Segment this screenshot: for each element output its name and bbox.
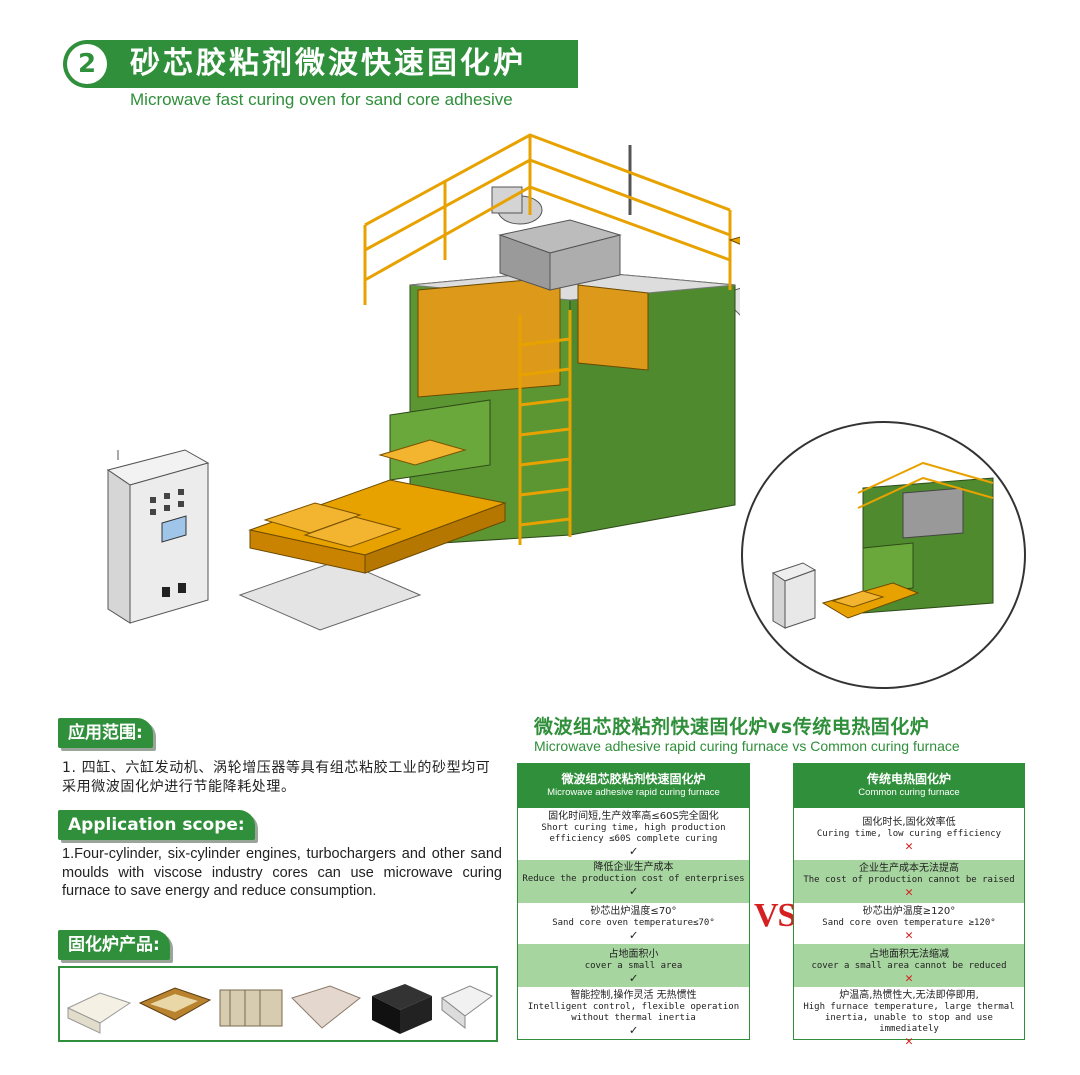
row-text-zh: 智能控制,操作灵活 无热惯性 [570, 990, 697, 1001]
section-number: 2 [67, 44, 107, 84]
check-icon: ✓ [629, 844, 638, 859]
row-text-en: Reduce the production cost of enterprise… [522, 874, 745, 884]
check-icon: ✓ [629, 884, 638, 899]
row-text-en: Sand core oven temperature≤70° [552, 918, 715, 928]
safety-railing [363, 133, 732, 305]
table-row: 占地面积小 cover a small area ✓ [518, 943, 749, 987]
product-image [66, 992, 132, 1034]
row-text-zh: 砂芯出炉温度≤70° [590, 906, 677, 917]
row-text-en: Curing time, low curing efficiency [816, 829, 1002, 839]
microwave-comparison-table: 微波组芯胶粘剂快速固化炉 Microwave adhesive rapid cu… [517, 763, 750, 1040]
rear-conveyor [728, 236, 740, 245]
table-row: 降低企业生产成本 Reduce the production cost of e… [518, 859, 749, 903]
vs-label: VS [754, 897, 796, 934]
table-row: 砂芯出炉温度≥120° Sand core oven temperature ≥… [794, 903, 1024, 943]
table-header: 传统电热固化炉 Common curing furnace [794, 764, 1024, 808]
front-conveyor [248, 439, 507, 574]
table-row: 智能控制,操作灵活 无热惯性 Intelligent control, flex… [518, 987, 749, 1039]
cross-icon: ✕ [905, 885, 913, 900]
products-heading: 固化炉产品: [58, 930, 170, 960]
row-text-en: Sand core oven temperature ≥120° [822, 918, 996, 928]
row-text-en: cover a small area [584, 961, 683, 971]
check-icon: ✓ [629, 971, 638, 986]
product-image [291, 985, 361, 1029]
table-row: 固化时长,固化效率低 Curing time, low curing effic… [794, 808, 1024, 859]
table-row: 砂芯出炉温度≤70° Sand core oven temperature≤70… [518, 903, 749, 943]
row-text-zh: 占地面积小 [608, 949, 659, 960]
row-text-zh: 砂芯出炉温度≥120° [862, 906, 956, 917]
page-subtitle: Microwave fast curing oven for sand core… [130, 90, 513, 109]
product-image [372, 984, 432, 1034]
application-heading-en: Application scope: [58, 810, 255, 840]
row-text-zh: 企业生产成本无法提高 [859, 863, 959, 874]
cross-icon: ✕ [905, 839, 913, 854]
row-text-en: Short curing time, high production effic… [541, 823, 726, 844]
row-text-zh: 占地面积无法缩减 [869, 949, 949, 960]
traditional-comparison-table: 传统电热固化炉 Common curing furnace 固化时长,固化效率低… [793, 763, 1025, 1048]
check-icon: ✓ [629, 1023, 638, 1038]
table-title-en: Common curing furnace [858, 787, 960, 798]
application-heading-zh: 应用范围: [58, 718, 153, 748]
table-title-zh: 微波组芯胶粘剂快速固化炉 [561, 772, 706, 786]
table-row: 炉温高,热惯性大,无法即停即用, High furnace temperatur… [794, 987, 1024, 1048]
product-images [66, 984, 493, 1034]
application-text-en: 1.Four-cylinder, six-cylinder engines, t… [62, 846, 502, 899]
overview-inset [741, 421, 1026, 689]
control-cabinet [106, 449, 210, 624]
row-text-zh: 炉温高,热惯性大,无法即停即用, [839, 990, 979, 1001]
page-title: 砂芯胶粘剂微波快速固化炉 [130, 46, 526, 81]
row-text-en: Intelligent control, flexible operation … [527, 1002, 740, 1023]
table-header: 微波组芯胶粘剂快速固化炉 Microwave adhesive rapid cu… [518, 764, 749, 808]
cross-icon: ✕ [905, 971, 913, 986]
product-image [138, 987, 212, 1021]
row-text-zh: 固化时间短,生产效率高≤60S完全固化 [548, 811, 719, 822]
table-row: 企业生产成本无法提高 The cost of production cannot… [794, 859, 1024, 903]
product-image [441, 985, 493, 1030]
cross-icon: ✕ [905, 1034, 913, 1049]
title-banner [63, 40, 578, 88]
product-image [219, 989, 283, 1027]
comparison-subtitle: Microwave adhesive rapid curing furnace … [534, 738, 960, 754]
inset-illustration [771, 461, 994, 629]
table-row: 占地面积无法缩减 cover a small area cannot be re… [794, 943, 1024, 987]
cross-icon: ✕ [905, 928, 913, 943]
row-text-en: cover a small area cannot be reduced [811, 961, 1007, 971]
oven-illustration [106, 133, 740, 631]
access-ladder [518, 310, 572, 545]
row-text-en: High furnace temperature, large thermal … [803, 1002, 1015, 1034]
row-text-zh: 降低企业生产成本 [593, 862, 674, 873]
table-title-zh: 传统电热固化炉 [866, 772, 951, 786]
table-title-en: Microwave adhesive rapid curing furnace [547, 787, 720, 798]
row-text-en: The cost of production cannot be raised [803, 875, 1015, 885]
row-text-zh: 固化时长,固化效率低 [862, 817, 956, 828]
products-gallery [58, 966, 498, 1042]
comparison-title: 微波组芯胶粘剂快速固化炉vs传统电热固化炉 [534, 716, 930, 738]
application-text-zh: 1. 四缸、六缸发动机、涡轮增压器等具有组芯粘胶工业的砂型均可采用微波固化炉进行… [62, 760, 491, 795]
table-row: 固化时间短,生产效率高≤60S完全固化 Short curing time, h… [518, 808, 749, 859]
check-icon: ✓ [629, 928, 638, 943]
